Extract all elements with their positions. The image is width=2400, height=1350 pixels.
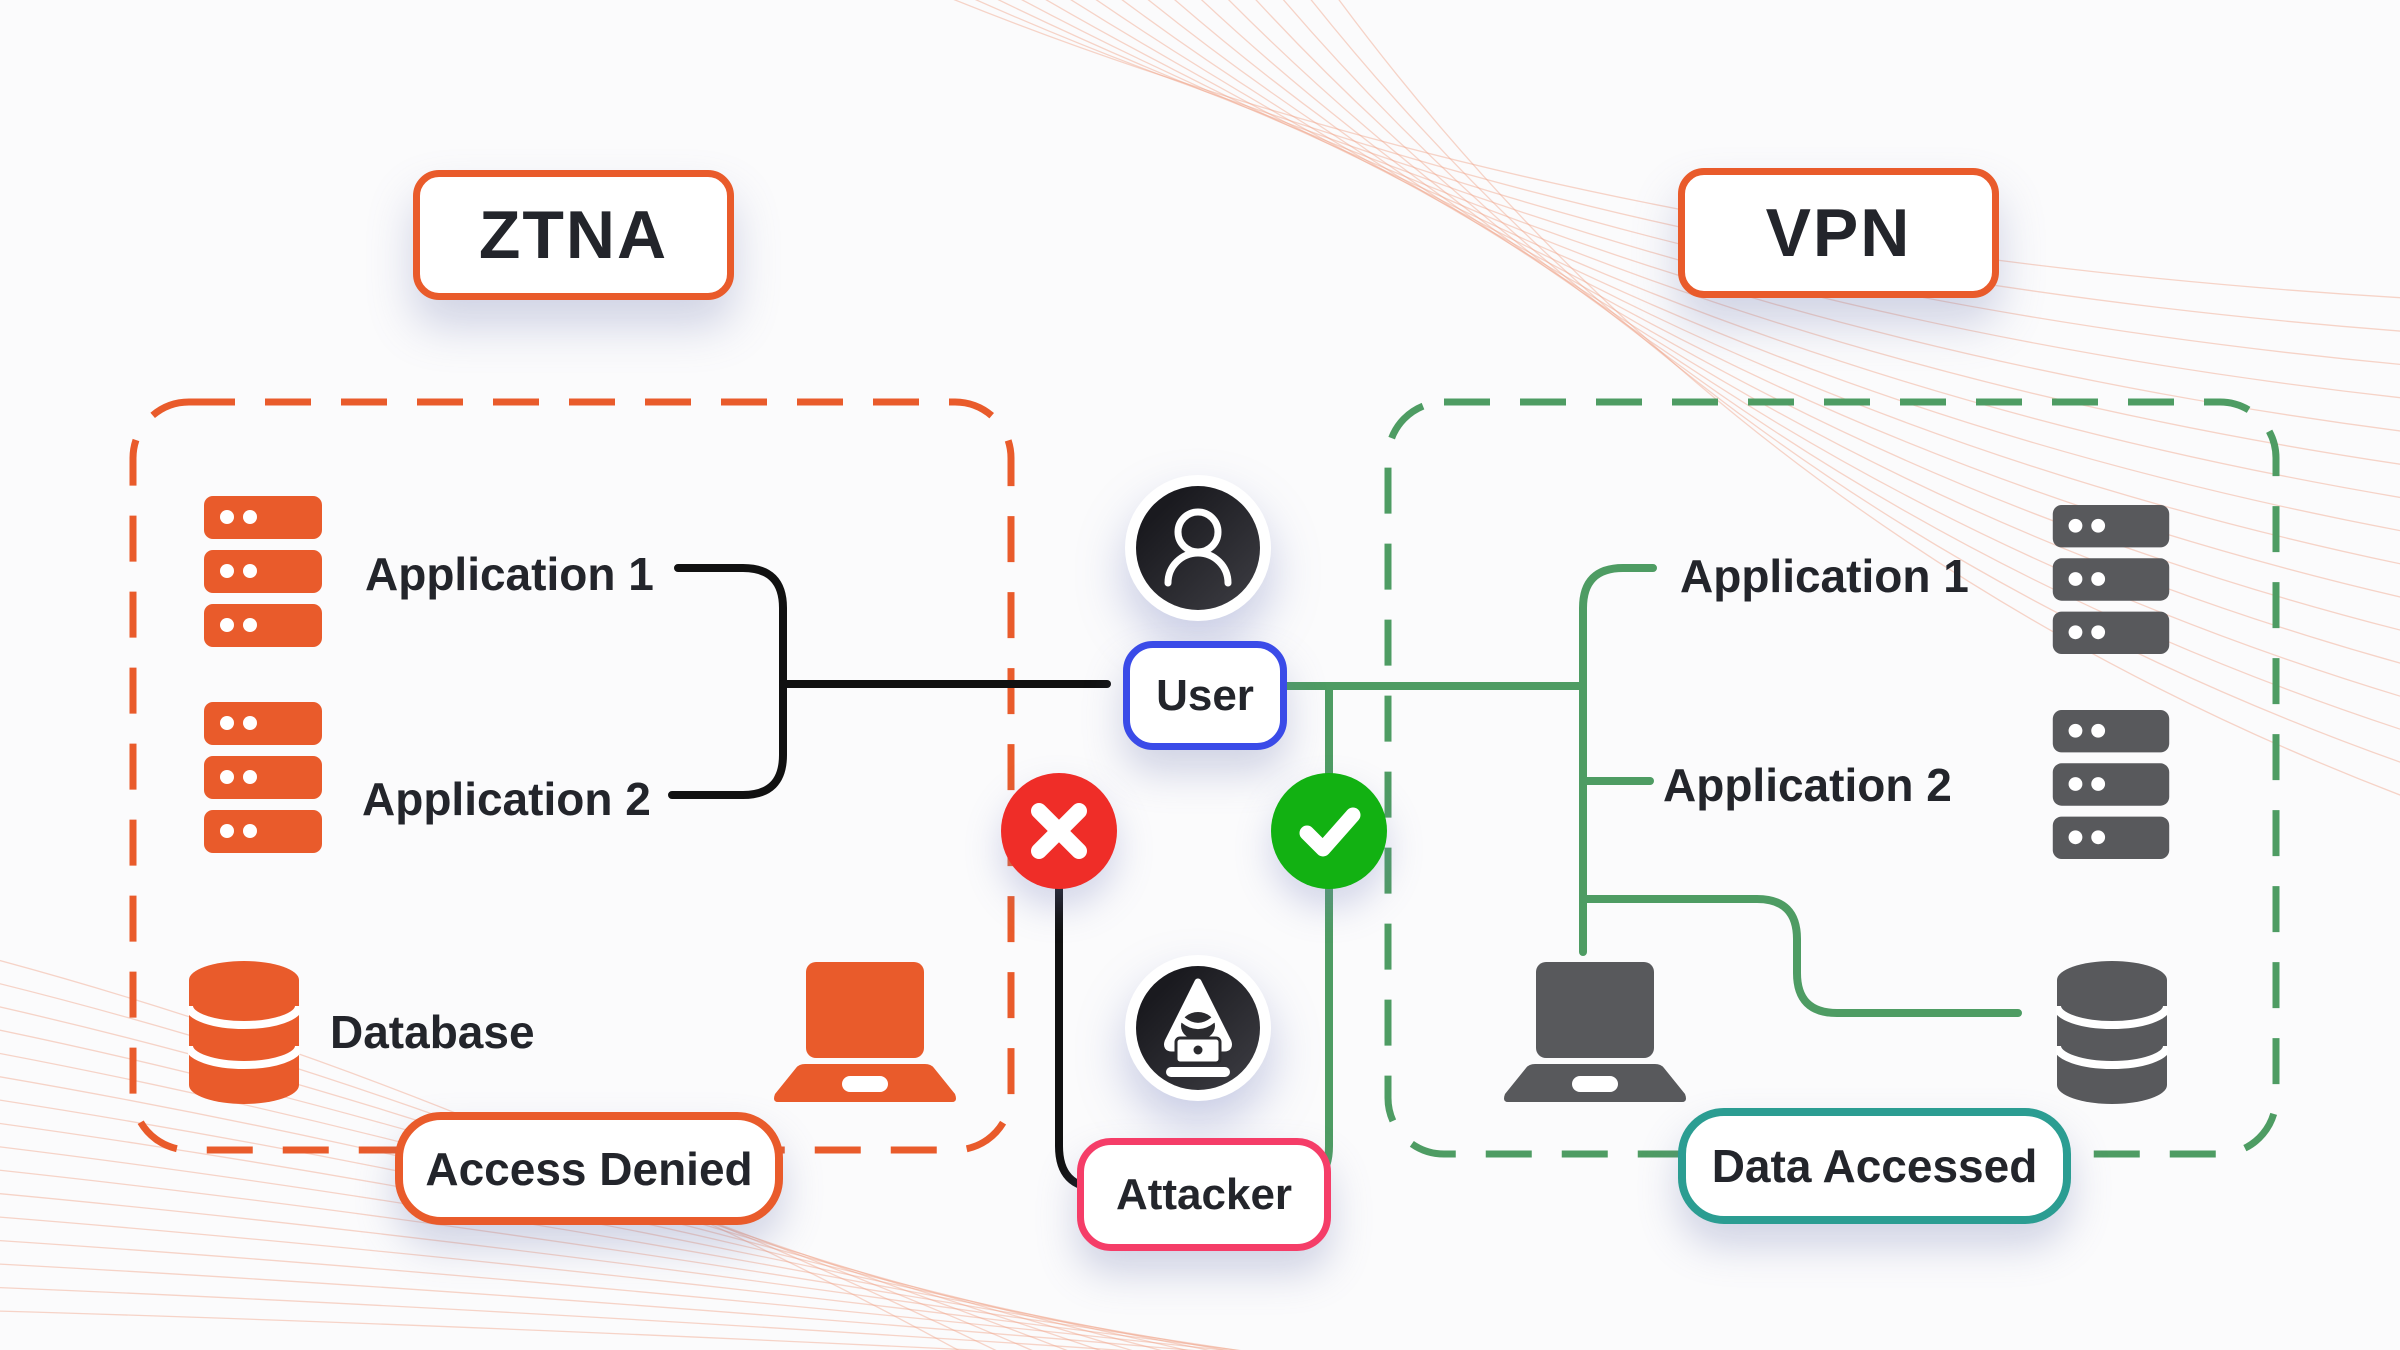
user-label: User [1123,641,1287,750]
access-denied-text: Access Denied [425,1142,753,1195]
ztna-title-badge: ZTNA [413,170,734,300]
vpn-title: VPN [1765,195,1912,271]
access-denied-badge: Access Denied [395,1112,783,1225]
ztna-app2-label: Application 2 [362,773,651,825]
laptop-icon [1504,962,1686,1102]
attacker-label: Attacker [1077,1138,1331,1251]
server-stack-icon [204,702,322,853]
database-icon [188,961,300,1104]
data-accessed-badge: Data Accessed [1678,1108,2071,1224]
server-stack-icon [204,496,322,647]
server-stack-icon [2052,505,2170,655]
cross-icon [1001,773,1117,889]
allowed-attacker-line [1285,682,1333,1192]
data-accessed-text: Data Accessed [1711,1140,2038,1192]
user-icon [1125,475,1271,621]
attacker-label-text: Attacker [1115,1169,1293,1219]
ztna-database-label: Database [330,1006,535,1058]
database-icon [2056,961,2168,1104]
vpn-title-badge: VPN [1678,168,1999,298]
vpn-app2-label: Application 2 [1663,759,1952,811]
server-stack-icon [2052,710,2170,860]
user-label-text: User [1156,670,1254,720]
vpn-app1-label: Application 1 [1680,550,1969,602]
ztna-title: ZTNA [478,197,669,273]
laptop-icon [774,962,956,1102]
ztna-boundary [129,398,1015,1154]
hacker-icon [1125,955,1271,1101]
check-icon [1271,773,1387,889]
ztna-app1-label: Application 1 [365,548,654,600]
